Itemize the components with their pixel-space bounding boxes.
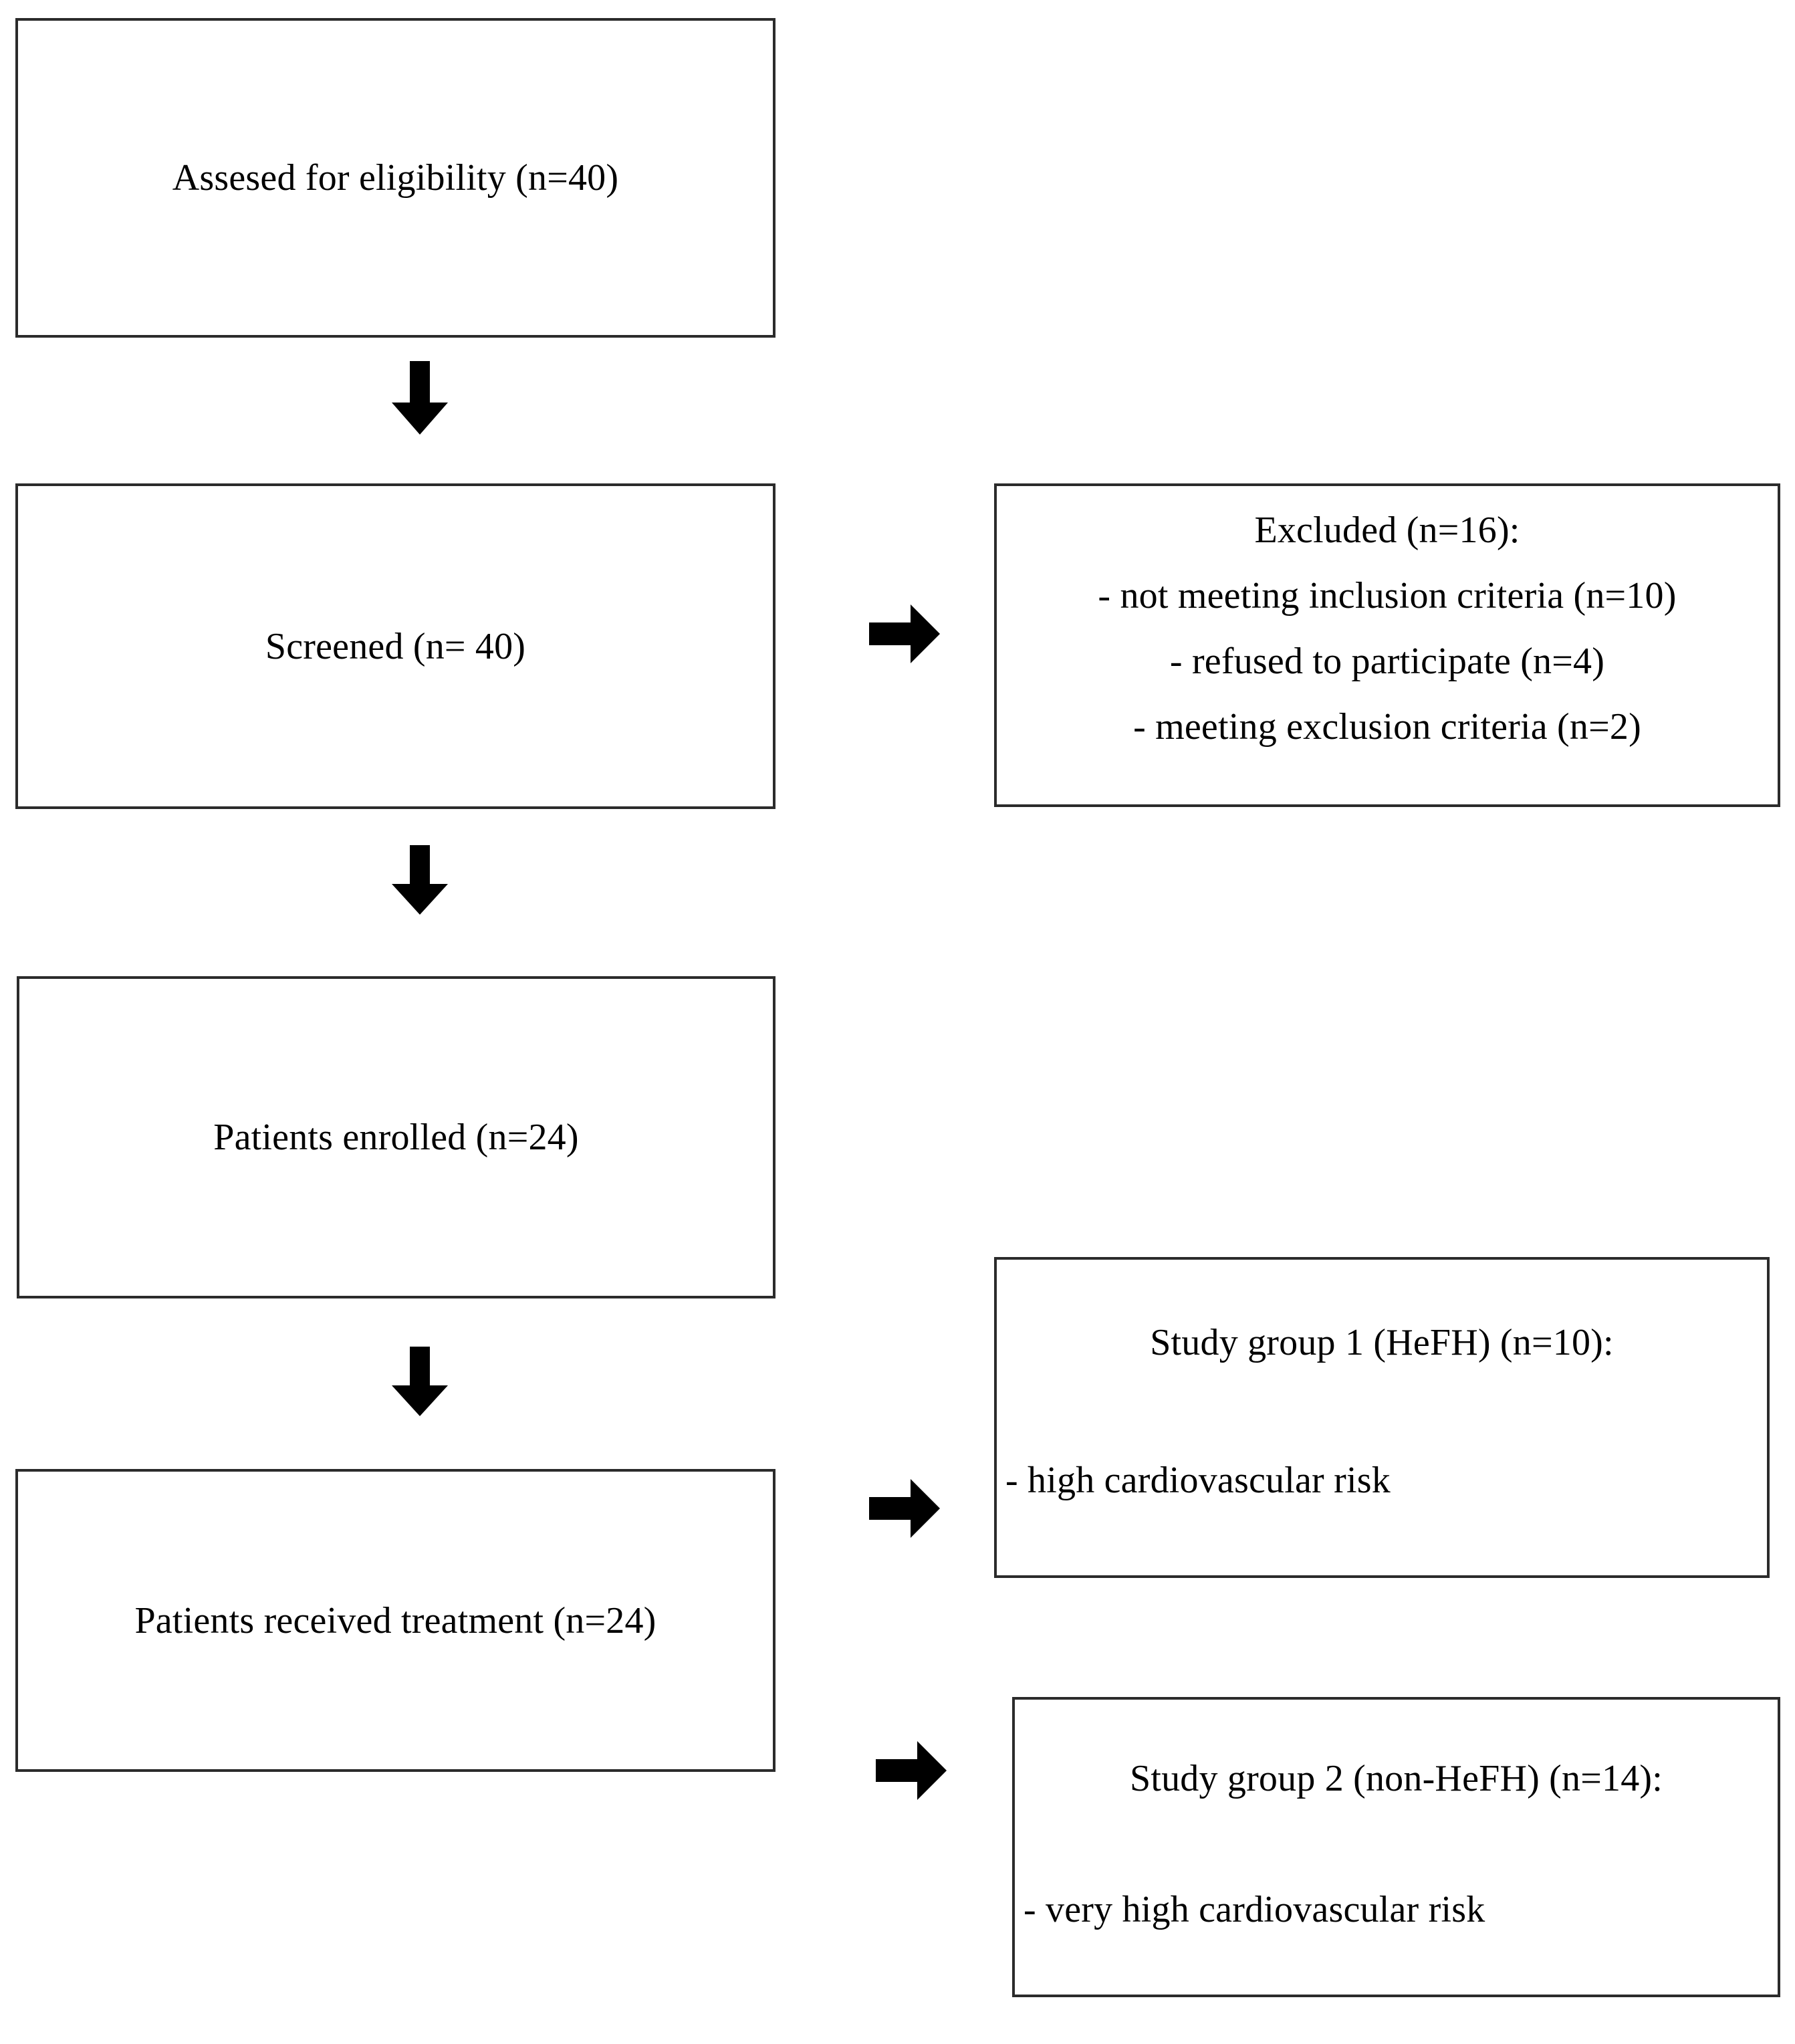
study-group-2-box: Study group 2 (non-HeFH) (n=14): - very … xyxy=(1012,1697,1780,1997)
excluded-box: Excluded (n=16): - not meeting inclusion… xyxy=(994,483,1780,807)
screened-box: Screened (n= 40) xyxy=(15,483,775,809)
arrow-screened-to-enrolled xyxy=(389,845,451,915)
screened-label: Screened (n= 40) xyxy=(265,625,526,667)
study-group-1-title-label: Study group 1 (HeFH) (n=10): xyxy=(1150,1322,1614,1363)
patients-enrolled-box: Patients enrolled (n=24) xyxy=(17,976,775,1298)
study-group-1-risk-label: - high cardiovascular risk xyxy=(1005,1460,1391,1501)
excluded-title-label: Excluded (n=16): xyxy=(1254,509,1520,551)
assessed-for-eligibility-label: Assesed for eligibility (n=40) xyxy=(172,157,619,199)
arrow-treated-to-group1 xyxy=(869,1476,940,1541)
study-group-2-risk-label: - very high cardiovascular risk xyxy=(1024,1889,1485,1930)
patients-enrolled-label: Patients enrolled (n=24) xyxy=(213,1117,579,1158)
excluded-reason-2-label: - refused to participate (n=4) xyxy=(1169,641,1605,682)
assessed-for-eligibility-box: Assesed for eligibility (n=40) xyxy=(15,18,775,338)
study-group-2-title-label: Study group 2 (non-HeFH) (n=14): xyxy=(1129,1758,1663,1799)
patients-received-treatment-label: Patients received treatment (n=24) xyxy=(134,1599,656,1641)
arrow-assessed-to-screened xyxy=(389,361,451,435)
patients-received-treatment-box: Patients received treatment (n=24) xyxy=(15,1469,775,1772)
arrow-enrolled-to-treated xyxy=(389,1347,451,1416)
study-group-1-box: Study group 1 (HeFH) (n=10): - high card… xyxy=(994,1257,1770,1578)
arrow-treated-to-group2 xyxy=(876,1738,947,1803)
arrow-screened-to-excluded xyxy=(869,602,940,666)
excluded-reason-1-label: - not meeting inclusion criteria (n=10) xyxy=(1098,575,1677,616)
excluded-reason-3-label: - meeting exclusion criteria (n=2) xyxy=(1133,706,1641,748)
